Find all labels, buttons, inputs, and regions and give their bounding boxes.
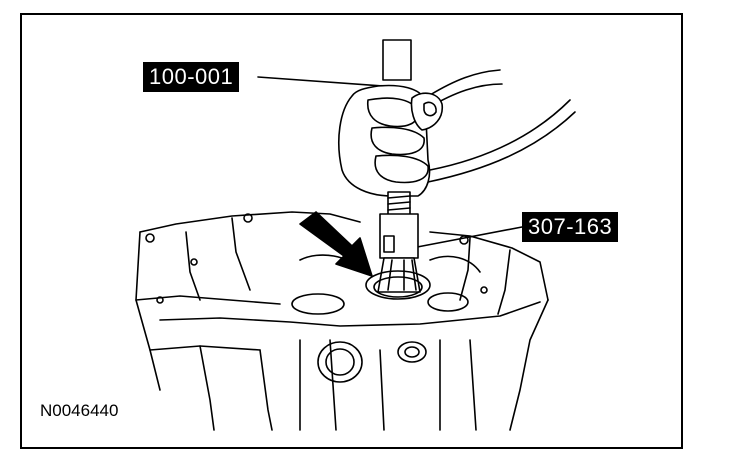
upper-cable (429, 69, 501, 96)
bore-opening (365, 270, 431, 300)
callout-tool-100-001: 100-001 (143, 62, 240, 92)
hand-group (338, 84, 444, 197)
lower-cable (429, 99, 571, 171)
bore-inner (373, 276, 423, 298)
finger-3 (374, 154, 429, 184)
collet-tool (377, 213, 421, 293)
direction-arrow (299, 211, 373, 277)
finger-1 (366, 97, 419, 128)
thumbnail (423, 101, 437, 117)
callout-tool-307-163: 307-163 (522, 212, 619, 242)
figure-id: N0046440 (40, 401, 119, 420)
transmission-case (135, 211, 549, 431)
threaded-shaft (387, 191, 411, 217)
finger-2 (370, 126, 425, 156)
handle-rod (382, 39, 412, 81)
lower-cable-inner (427, 111, 576, 183)
leader-line-tool-a (257, 76, 384, 87)
